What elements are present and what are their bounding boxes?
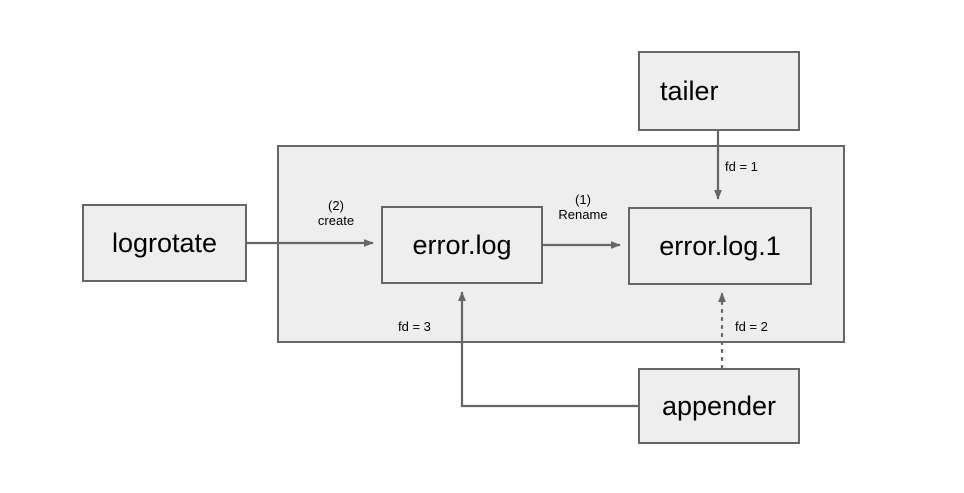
node-error-log-1-label: error.log.1	[659, 230, 781, 261]
edge-label-rename: (1)Rename	[558, 192, 608, 222]
node-logrotate-label: logrotate	[111, 227, 218, 258]
edge-label-fd-1: fd = 1	[725, 159, 758, 174]
node-error-log-label: error.log	[412, 229, 512, 260]
node-logrotate[interactable]: logrotate	[82, 204, 247, 282]
node-appender-label: appender	[661, 390, 777, 421]
node-appender[interactable]: appender	[638, 368, 800, 444]
node-tailer[interactable]: tailer	[638, 51, 800, 131]
node-error-log[interactable]: error.log	[381, 206, 543, 284]
edge-appender-to-errorlog	[458, 291, 638, 408]
node-tailer-label: tailer	[660, 75, 719, 106]
node-error-log-1[interactable]: error.log.1	[628, 207, 812, 285]
edge-label-fd-3: fd = 3	[398, 319, 431, 334]
edge-label-fd-2: fd = 2	[735, 319, 768, 334]
edge-label-create: (2)create	[317, 198, 355, 228]
